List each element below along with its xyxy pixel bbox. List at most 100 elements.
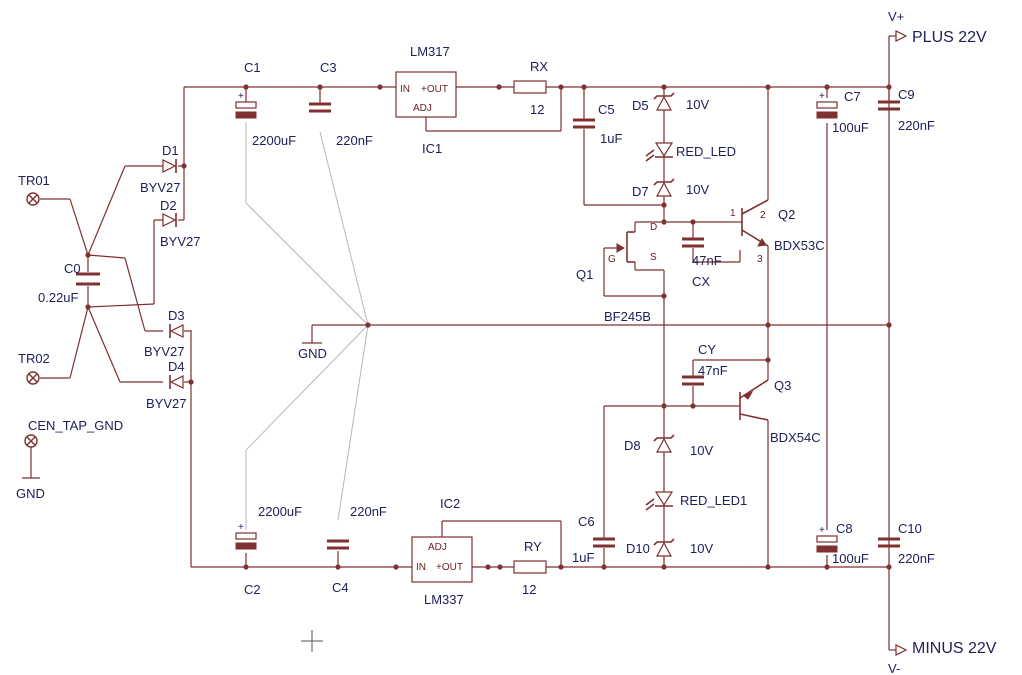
capacitor-c6: C6 1uF [572, 514, 615, 565]
ic2-part: LM337 [424, 592, 464, 607]
c2-name: C2 [244, 582, 261, 597]
q1-pin-s: S [650, 252, 657, 263]
ry-value: 12 [522, 582, 536, 597]
regulator-ic2: ADJ IN +OUT IC2 LM337 [411, 496, 473, 607]
ic1-part: LM317 [410, 44, 450, 59]
regulator-ic1: IN +OUT ADJ LM317 IC1 [395, 44, 457, 156]
rx-name: RX [530, 59, 548, 74]
d1-value: BYV27 [140, 180, 180, 195]
d8-name: D8 [624, 438, 641, 453]
q1-name: Q1 [576, 267, 593, 282]
jfet-q1: D G S Q1 BF245B [576, 222, 657, 324]
diode-d2: D2 BYV27 [160, 198, 200, 249]
q3-part: BDX54C [770, 430, 821, 445]
d4-name: D4 [168, 359, 185, 374]
gnd-left-label: GND [16, 486, 45, 501]
q2-pin-3: 3 [757, 254, 763, 265]
c9-name: C9 [898, 87, 915, 102]
cx-name: CX [692, 274, 710, 289]
c7-name: C7 [844, 89, 861, 104]
zener-d8: D8 10V [624, 434, 713, 458]
ic2-adj-pin: ADJ [428, 542, 447, 553]
ic2-name: IC2 [440, 496, 460, 511]
d5-value: 10V [686, 97, 709, 112]
c5-name: C5 [598, 102, 615, 117]
transistor-q2: 1 2 3 Q2 BDX53C [730, 199, 825, 265]
d8-value: 10V [690, 443, 713, 458]
c4-name: C4 [332, 580, 349, 595]
q1-pin-d: D [650, 222, 657, 233]
q2-name: Q2 [778, 207, 795, 222]
v-minus-label: V- [888, 661, 900, 675]
zener-d5: D5 10V [632, 92, 709, 113]
d4-value: BYV27 [146, 396, 186, 411]
c1-name: C1 [244, 60, 261, 75]
d1-name: D1 [162, 143, 179, 158]
q2-pin-1: 1 [730, 208, 736, 219]
d3-name: D3 [168, 308, 185, 323]
q2-part: BDX53C [774, 238, 825, 253]
svg-text:+: + [819, 91, 825, 102]
ic2-in-pin: IN [416, 562, 426, 573]
c10-value: 220nF [898, 551, 935, 566]
ground-symbol: GND [298, 342, 327, 361]
ry-name: RY [524, 539, 542, 554]
resistor-rx: RX 12 [513, 59, 548, 117]
q1-part: BF245B [604, 309, 651, 324]
v-plus-label: V+ [888, 9, 904, 24]
capacitor-c8: + C8 100uF [816, 521, 869, 566]
cx-value: 47nF [692, 253, 722, 268]
d2-value: BYV27 [160, 234, 200, 249]
tr01-label: TR01 [18, 173, 50, 188]
q2-pin-2: 2 [760, 210, 766, 221]
c8-name: C8 [836, 521, 853, 536]
capacitor-c7: + C7 100uF [816, 89, 869, 135]
terminal-tr02: TR02 [18, 351, 50, 385]
q1-pin-g: G [608, 254, 616, 265]
d7-name: D7 [632, 184, 649, 199]
ic1-adj-pin: ADJ [413, 103, 432, 114]
terminal-cen-tap: CEN_TAP_GND GND [16, 418, 123, 501]
capacitor-c5: C5 1uF [573, 102, 622, 146]
cy-value: 47nF [698, 363, 728, 378]
capacitor-c10: C10 220nF [878, 521, 935, 566]
cen-tap-label: CEN_TAP_GND [28, 418, 123, 433]
c6-name: C6 [578, 514, 595, 529]
led-red-bottom: RED_LED1 [645, 491, 747, 511]
resistor-ry: RY 12 [513, 539, 547, 597]
led-red-top: RED_LED [645, 142, 736, 162]
crosshair-cursor-icon [301, 630, 323, 652]
tr02-label: TR02 [18, 351, 50, 366]
ic1-out-pin: +OUT [421, 84, 448, 95]
c9-value: 220nF [898, 118, 935, 133]
d5-name: D5 [632, 98, 649, 113]
zener-d7: D7 10V [632, 178, 709, 199]
transistor-q3: Q3 BDX54C [739, 378, 821, 445]
capacitor-cx: 47nF CX [682, 237, 722, 289]
c8-value: 100uF [832, 551, 869, 566]
svg-text:+: + [819, 525, 825, 536]
capacitor-c9: C9 220nF [878, 87, 935, 133]
minus-22v-label: MINUS 22V [912, 640, 997, 657]
c4-value: 220nF [350, 504, 387, 519]
led-bottom-label: RED_LED1 [680, 493, 747, 508]
c3-name: C3 [320, 60, 337, 75]
led-top-label: RED_LED [676, 144, 736, 159]
capacitor-c3: C3 220nF [309, 60, 373, 148]
junctions [85, 84, 892, 570]
diode-d3: D3 BYV27 [144, 308, 185, 359]
diode-d1: D1 BYV27 [140, 143, 180, 195]
terminal-tr01: TR01 [18, 173, 50, 206]
c3-value: 220nF [336, 133, 373, 148]
svg-text:+: + [238, 91, 244, 102]
output-plus-22v: V+ PLUS 22V [888, 9, 987, 46]
c2-value: 2200uF [258, 504, 302, 519]
c6-value: 1uF [572, 550, 594, 565]
output-minus-22v: MINUS 22V V- [888, 640, 997, 675]
d2-name: D2 [160, 198, 177, 213]
d3-value: BYV27 [144, 344, 184, 359]
c1-value: 2200uF [252, 133, 296, 148]
d7-value: 10V [686, 182, 709, 197]
capacitor-c4: 220nF C4 [327, 504, 387, 595]
c5-value: 1uF [600, 131, 622, 146]
